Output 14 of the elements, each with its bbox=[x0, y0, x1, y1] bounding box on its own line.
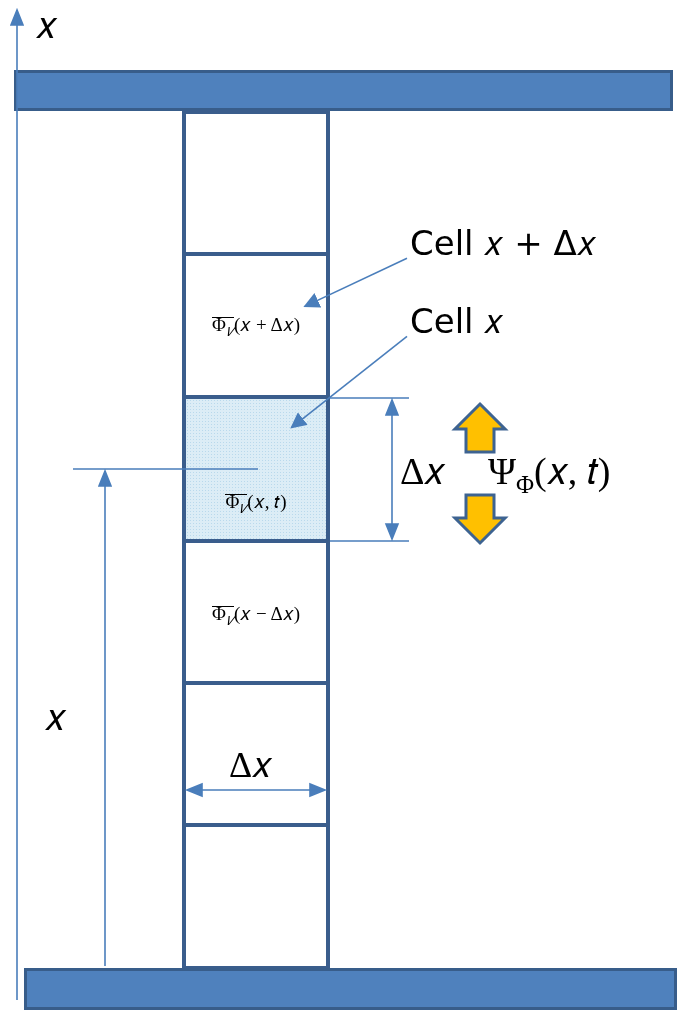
cell-value: Φ$_{𝑉}$(𝑥 + Δ𝑥) bbox=[212, 314, 300, 340]
leader-arrow bbox=[290, 335, 408, 429]
dimension-label: Δ𝑥 bbox=[229, 747, 273, 783]
plate bbox=[14, 70, 673, 111]
cell-label: Cell 𝑥 + Δ𝑥 bbox=[410, 226, 596, 260]
dimension-label: Δ𝑥 bbox=[400, 452, 446, 490]
axis-label: 𝑥 bbox=[36, 6, 57, 44]
plate bbox=[24, 968, 677, 1010]
cell-label: Cell 𝑥 bbox=[410, 304, 504, 338]
dimension-label: 𝑥 bbox=[45, 698, 66, 736]
cell-value: Φ$_{𝑉}$(𝑥 − Δ𝑥) bbox=[212, 603, 300, 629]
leader-arrow bbox=[303, 257, 408, 308]
flux-label: Ψ$_{Φ}$(𝑥, 𝑡) bbox=[488, 452, 611, 498]
cell-value: Φ$_{𝑉}$(𝑥, 𝑡) bbox=[225, 491, 287, 517]
